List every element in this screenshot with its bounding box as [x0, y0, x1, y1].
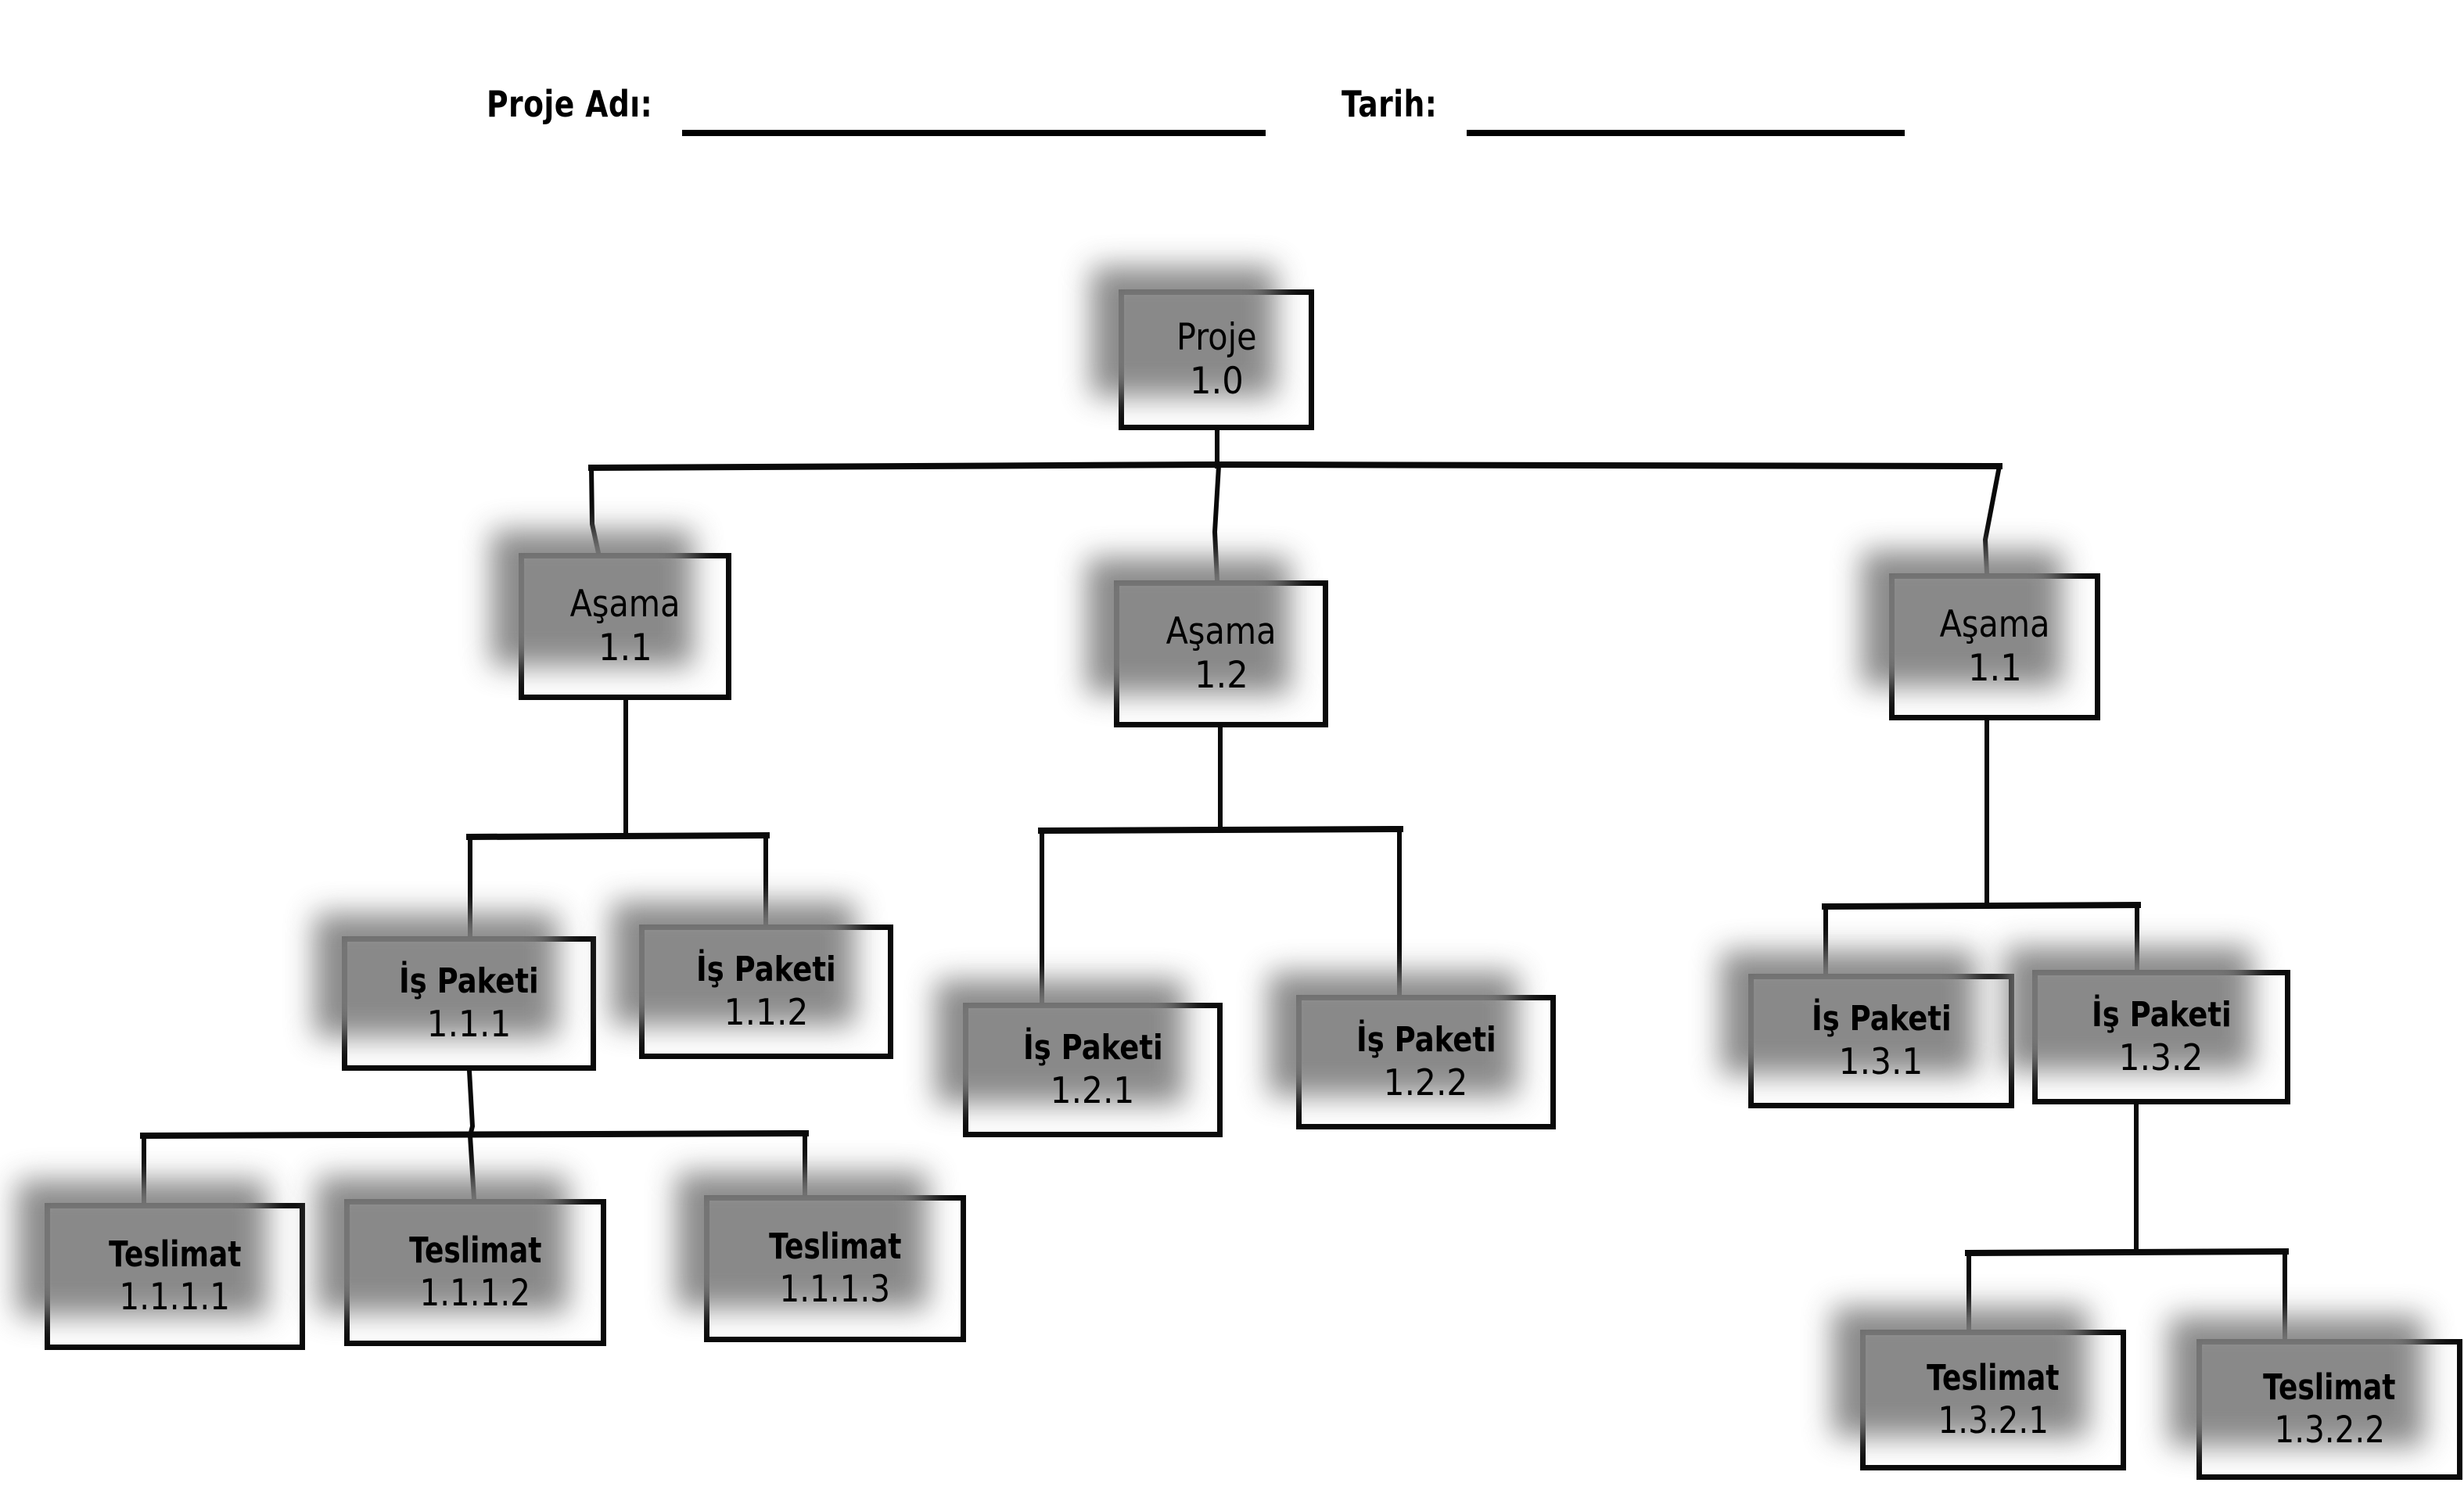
node-code: 1.3.2.1 — [1938, 1398, 2049, 1442]
wbs-node-is-paketi-1-2-2[interactable]: İş Paketi 1.2.2 — [1296, 995, 1556, 1129]
node-code: 1.1.1.3 — [779, 1267, 891, 1311]
node-code: 1.1.1 — [426, 1002, 512, 1045]
node-code: 1.1.2 — [724, 990, 809, 1033]
node-title: Proje — [1176, 316, 1257, 360]
node-title: İş Paketi — [1811, 999, 1952, 1039]
node-title: Aşama — [1166, 610, 1277, 654]
node-code: 1.3.2.2 — [2274, 1408, 2385, 1452]
node-code: 1.1 — [1967, 647, 2022, 690]
node-title: Aşama — [569, 583, 681, 627]
wbs-node-is-paketi-1-3-2[interactable]: İş Paketi 1.3.2 — [2032, 970, 2290, 1104]
wbs-node-is-paketi-1-2-1[interactable]: İş Paketi 1.2.1 — [963, 1003, 1223, 1137]
wbs-node-is-paketi-1-1-1[interactable]: İş Paketi 1.1.1 — [342, 936, 596, 1071]
node-code: 1.1.1.1 — [119, 1275, 231, 1319]
wbs-node-asama-1-1[interactable]: Aşama 1.1 — [519, 553, 731, 700]
node-code: 1.1 — [598, 627, 652, 670]
date-fill-line[interactable] — [1467, 130, 1905, 136]
wbs-node-asama-1-3[interactable]: Aşama 1.1 — [1889, 573, 2100, 720]
node-code: 1.2.2 — [1384, 1061, 1468, 1104]
node-code: 1.2 — [1194, 654, 1248, 697]
node-title: Teslimat — [2263, 1366, 2396, 1409]
wbs-node-is-paketi-1-1-2[interactable]: İş Paketi 1.1.2 — [639, 925, 893, 1059]
project-name-fill-line[interactable] — [682, 130, 1266, 136]
node-code: 1.2.1 — [1051, 1068, 1135, 1111]
wbs-node-teslimat-1-1-1-2[interactable]: Teslimat 1.1.1.2 — [344, 1199, 606, 1346]
wbs-node-teslimat-1-1-1-3[interactable]: Teslimat 1.1.1.3 — [704, 1195, 966, 1342]
node-title: Teslimat — [108, 1233, 242, 1276]
node-title: İş Paketi — [2091, 995, 2232, 1036]
wbs-node-teslimat-1-3-2-2[interactable]: Teslimat 1.3.2.2 — [2196, 1339, 2462, 1480]
node-code: 1.1.1.2 — [419, 1271, 531, 1315]
node-code: 1.3.1 — [1839, 1039, 1923, 1082]
node-title: Teslimat — [768, 1226, 902, 1268]
node-title: Teslimat — [408, 1230, 542, 1272]
node-code: 1.0 — [1189, 360, 1244, 403]
wbs-node-teslimat-1-3-2-1[interactable]: Teslimat 1.3.2.1 — [1860, 1330, 2126, 1470]
date-label: Tarih: — [1342, 83, 1438, 125]
wbs-node-asama-1-2[interactable]: Aşama 1.2 — [1114, 580, 1328, 727]
node-code: 1.3.2 — [2119, 1036, 2204, 1079]
node-title: Aşama — [1939, 603, 2050, 647]
wbs-node-teslimat-1-1-1-1[interactable]: Teslimat 1.1.1.1 — [45, 1203, 305, 1350]
node-title: İş Paketi — [399, 961, 539, 1002]
node-title: İş Paketi — [696, 950, 836, 990]
node-title: İş Paketi — [1356, 1020, 1496, 1061]
wbs-node-is-paketi-1-3-1[interactable]: İş Paketi 1.3.1 — [1748, 974, 2014, 1108]
wbs-node-proje-1-0[interactable]: Proje 1.0 — [1119, 289, 1314, 430]
project-name-label: Proje Adı: — [487, 83, 653, 125]
node-title: İş Paketi — [1022, 1028, 1163, 1068]
node-title: Teslimat — [1927, 1357, 2060, 1399]
